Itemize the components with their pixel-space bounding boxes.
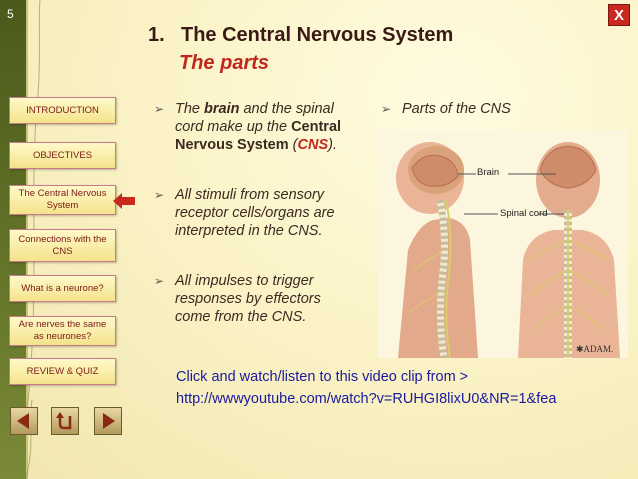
nav-review-quiz-button[interactable]: REVIEW & QUIZ xyxy=(9,358,116,385)
nav-connections-button[interactable]: Connections with the CNS xyxy=(9,229,116,262)
nav-introduction-button[interactable]: INTRODUCTION xyxy=(9,97,116,124)
page-subtitle: The parts xyxy=(179,52,270,74)
bullet-brain-spinal: ➢ The brain and the spinal cord make up t… xyxy=(154,100,347,154)
bullet-arrow-icon: ➢ xyxy=(154,274,165,288)
bullet-arrow-icon: ➢ xyxy=(381,102,392,116)
cns-anatomy-image xyxy=(396,142,620,358)
bullet-text: ). xyxy=(328,137,337,153)
bullet-arrow-icon: ➢ xyxy=(154,188,165,202)
bullet-stimuli: ➢ All stimuli from sensory receptor cells… xyxy=(154,186,347,240)
bullet-text: Parts of the CNS xyxy=(402,101,511,117)
current-section-arrow-icon xyxy=(113,193,135,209)
next-slide-button[interactable] xyxy=(94,407,122,435)
bullet-red-text: CNS xyxy=(297,137,329,153)
nav-what-is-neurone-button[interactable]: What is a neurone? xyxy=(9,275,116,302)
bullet-bold-text: Central Nervous System xyxy=(175,119,342,153)
bullet-text: ( xyxy=(288,137,298,153)
bullet-text: All impulses to trigger responses by eff… xyxy=(175,273,321,325)
nav-central-nervous-system-button[interactable]: The Central Nervous System xyxy=(9,185,116,215)
bullet-text: All stimuli from sensory receptor cells/… xyxy=(175,187,335,239)
nav-objectives-button[interactable]: OBJECTIVES xyxy=(9,142,116,169)
bullet-bold-text: brain xyxy=(204,101,240,117)
return-arrow-icon xyxy=(56,412,72,430)
adam-credit: ✱ADAM. xyxy=(576,344,614,354)
spinal-cord-label: Spinal cord xyxy=(500,208,548,219)
left-arrow-icon xyxy=(17,413,29,429)
cns-illustration: Brain Spinal cord ✱ADAM. xyxy=(378,130,628,358)
brain-label: Brain xyxy=(477,167,500,178)
bullet-text: The xyxy=(175,101,205,117)
video-link[interactable]: http://wwwyoutube.com/watch?v=RUHGI8lixU… xyxy=(176,391,557,407)
video-instruction-text: Click and watch/listen to this video cli… xyxy=(176,369,469,385)
right-arrow-icon xyxy=(103,413,115,429)
bullet-impulses: ➢ All impulses to trigger responses by ef… xyxy=(154,272,347,326)
heading-number: 1. xyxy=(148,24,165,46)
slide-number: 5 xyxy=(7,7,14,21)
bullet-arrow-icon: ➢ xyxy=(154,102,165,116)
bullet-parts-cns: ➢ Parts of the CNS xyxy=(381,100,602,118)
return-button[interactable] xyxy=(51,407,79,435)
nav-nerves-vs-neurones-button[interactable]: Are nerves the same as neurones? xyxy=(9,316,116,346)
bullet-text: and the spinal cord make up the xyxy=(175,101,334,135)
page-title: The Central Nervous System xyxy=(181,24,454,46)
previous-slide-button[interactable] xyxy=(10,407,38,435)
close-button[interactable]: X xyxy=(608,4,630,26)
